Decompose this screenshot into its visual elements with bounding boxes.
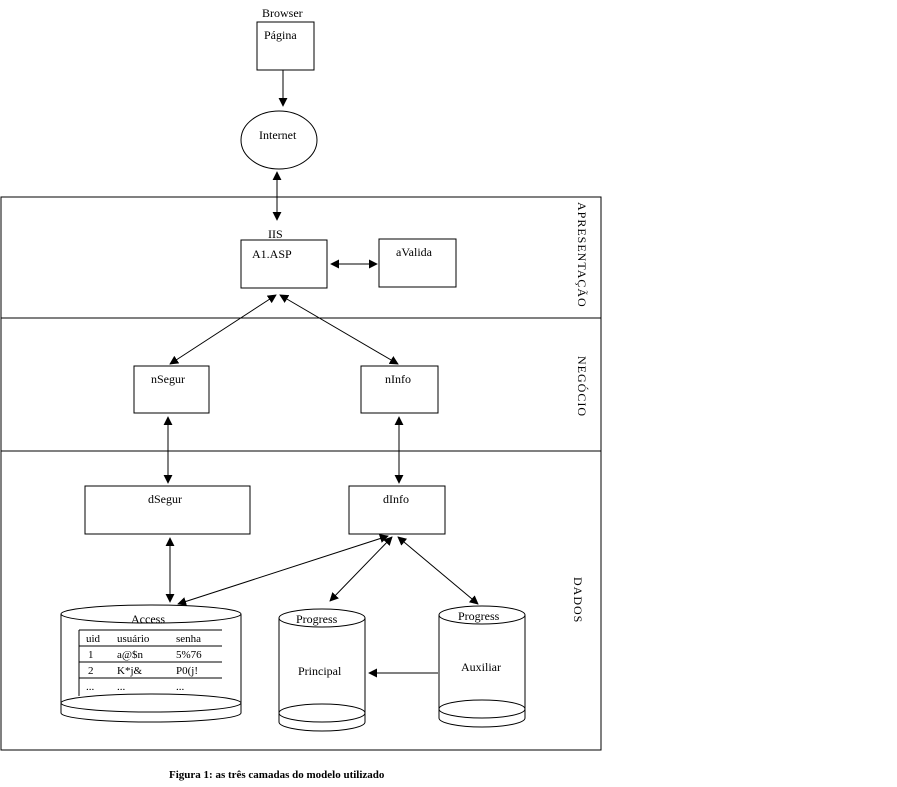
progress-principal-database: Progress Principal — [278, 608, 366, 732]
avalida-box — [378, 238, 457, 288]
access-col-senha: senha — [176, 633, 201, 645]
arrow-dinfo-auxiliar — [397, 536, 479, 605]
nsegur-box — [133, 365, 210, 414]
avalida-label: aValida — [396, 245, 433, 259]
access-database: Access uid usuário senha 1 a@$n 5%76 2 K… — [60, 604, 242, 723]
page-label: Página — [264, 28, 297, 42]
ninfo-label: nInfo — [385, 372, 411, 386]
access-col-usuario: usuário — [117, 633, 150, 645]
nsegur-label: nSegur — [151, 372, 185, 386]
browser-label: Browser — [262, 6, 303, 20]
figure-caption: Figura 1: as três camadas do modelo util… — [169, 769, 385, 781]
a1asp-label: A1.ASP — [252, 247, 292, 261]
dinfo-label: dInfo — [383, 492, 409, 506]
internet-label: Internet — [259, 128, 297, 142]
access-cell: 2 — [88, 665, 94, 677]
dsegur-box — [84, 485, 251, 535]
a1asp-box — [240, 239, 328, 289]
access-col-uid: uid — [86, 633, 101, 645]
access-cell: P0(j! — [176, 665, 198, 677]
progress-principal-label: Principal — [298, 664, 342, 678]
progress-auxiliar-database: Progress Auxiliar — [438, 605, 526, 728]
layer-presentation-label: APRESENTAÇÃO — [575, 202, 589, 308]
arrow-a1asp-nsegur — [169, 294, 277, 365]
layer-business — [0, 317, 602, 452]
arrow-a1asp-ninfo — [279, 294, 399, 365]
access-label: Access — [131, 612, 165, 626]
progress-principal-name: Progress — [296, 612, 338, 626]
ninfo-box — [360, 365, 439, 414]
access-table: uid usuário senha 1 a@$n 5%76 2 K*j& P0(… — [78, 629, 222, 696]
access-cell: K*j& — [117, 665, 143, 677]
access-cell: a@$n — [117, 649, 144, 661]
dinfo-box — [348, 485, 446, 535]
progress-auxiliar-name: Progress — [458, 609, 500, 623]
access-cell: 5%76 — [176, 649, 202, 661]
progress-auxiliar-label: Auxiliar — [461, 660, 501, 674]
arrow-dinfo-access — [177, 534, 389, 606]
layer-data-label: DADOS — [571, 577, 585, 623]
access-cell: ... — [117, 681, 126, 693]
access-cell: ... — [86, 681, 95, 693]
iis-label: IIS — [268, 227, 283, 241]
access-cell: ... — [176, 681, 185, 693]
layer-business-label: NEGÓCIO — [575, 356, 589, 417]
layer-data — [0, 450, 602, 751]
arrow-dinfo-principal — [329, 536, 393, 602]
dsegur-label: dSegur — [148, 492, 182, 506]
page-box — [256, 21, 315, 71]
internet-node — [240, 110, 318, 170]
access-cell: 1 — [88, 649, 94, 661]
